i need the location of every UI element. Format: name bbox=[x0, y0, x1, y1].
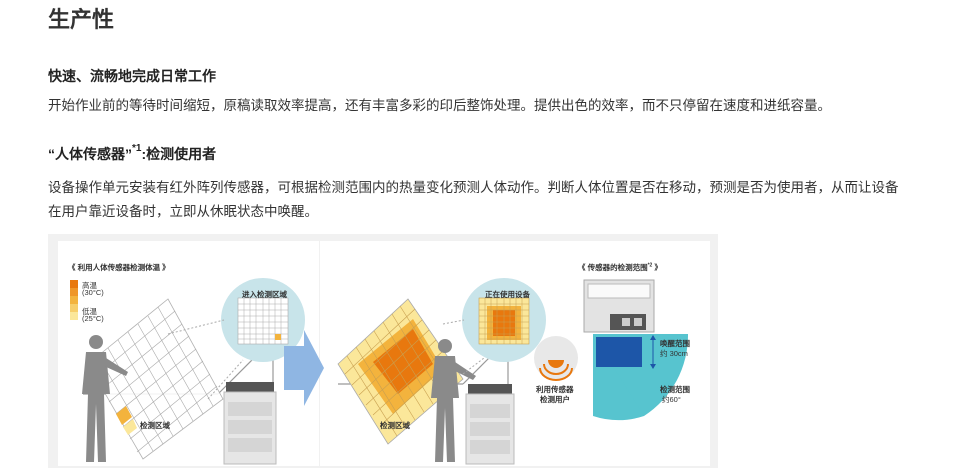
legend-swatch-5 bbox=[70, 312, 78, 320]
legend-swatch-4 bbox=[70, 304, 78, 312]
section2-body-line2: 在用户靠近设备时，立即从休眠状态中唤醒。 bbox=[48, 204, 318, 219]
sensor-icon bbox=[534, 336, 578, 381]
sensor-user-label-1: 利用传感器 bbox=[536, 385, 574, 394]
legend-low-temp: (25°C) bbox=[82, 314, 104, 323]
page-heading: 生产性 bbox=[48, 7, 115, 32]
section1-title: 快速、流畅地完成日常工作 bbox=[48, 68, 216, 84]
zoom-circle-in-use bbox=[442, 278, 546, 375]
right-title-end: 》 bbox=[652, 263, 662, 272]
legend-high-temp: (30°C) bbox=[82, 288, 104, 297]
left-title: 《 利用人体传感器检测体温 》 bbox=[68, 263, 170, 272]
right-title-footnote: *2 bbox=[647, 262, 653, 269]
temperature-legend bbox=[70, 280, 78, 320]
legend-low: 低温 bbox=[82, 307, 97, 316]
sensor-grid-1 bbox=[87, 298, 224, 460]
zoom-circle-enter bbox=[167, 278, 305, 400]
sensor-grid-2 bbox=[337, 298, 464, 445]
printer-icon-1 bbox=[223, 382, 277, 465]
detect-zone-label-2: 检测区域 bbox=[380, 421, 410, 430]
wake-range-label-2: 约 30cm bbox=[660, 349, 688, 358]
detection-range-cone bbox=[593, 334, 689, 421]
detect-range-label-1: 检测范围 bbox=[660, 385, 690, 394]
detect-range-label-2: 约60° bbox=[662, 395, 681, 404]
section2-title-footnote: *1 bbox=[132, 143, 142, 155]
person-icon-2 bbox=[431, 339, 476, 462]
section2-title: “人体传感器”*1:检测使用者 bbox=[48, 143, 217, 164]
sensor-illustration: 《 利用人体传感器检测体温 》 高温 (30°C) 低温 (25°C) 进入检测… bbox=[48, 234, 718, 468]
printer-icon-2 bbox=[465, 384, 515, 465]
right-title: 《 传感器的检测范围*2 》 bbox=[578, 262, 662, 273]
legend-swatch-2 bbox=[70, 288, 78, 296]
wake-range-label-1: 唤醒范围 bbox=[660, 339, 690, 348]
person-icon-1 bbox=[82, 335, 128, 462]
section2-body-line1: 设备操作单元安装有红外阵列传感器，可根据检测范围内的热量变化预测人体动作。判断人… bbox=[48, 180, 899, 195]
legend-high: 高温 bbox=[82, 281, 97, 290]
legend-swatch-3 bbox=[70, 296, 78, 304]
right-title-main: 《 传感器的检测范围 bbox=[578, 263, 648, 272]
section2-title-main: “人体传感器” bbox=[48, 146, 132, 162]
legend-swatch-1 bbox=[70, 280, 78, 288]
sensor-user-label-2: 检测用户 bbox=[540, 395, 570, 404]
printer-top-view bbox=[583, 279, 655, 333]
detect-zone-label-1: 检测区域 bbox=[140, 421, 170, 430]
illustration-graphics bbox=[70, 278, 689, 465]
in-use-label: 正在使用设备 bbox=[485, 290, 530, 299]
transition-arrow bbox=[284, 330, 324, 406]
section1-body: 开始作业前的等待时间缩短，原稿读取效率提高，还有丰富多彩的印后整饰处理。提供出色… bbox=[48, 98, 831, 113]
section2-title-suffix: :检测使用者 bbox=[141, 146, 217, 162]
enter-zone-label: 进入检测区域 bbox=[242, 290, 287, 299]
